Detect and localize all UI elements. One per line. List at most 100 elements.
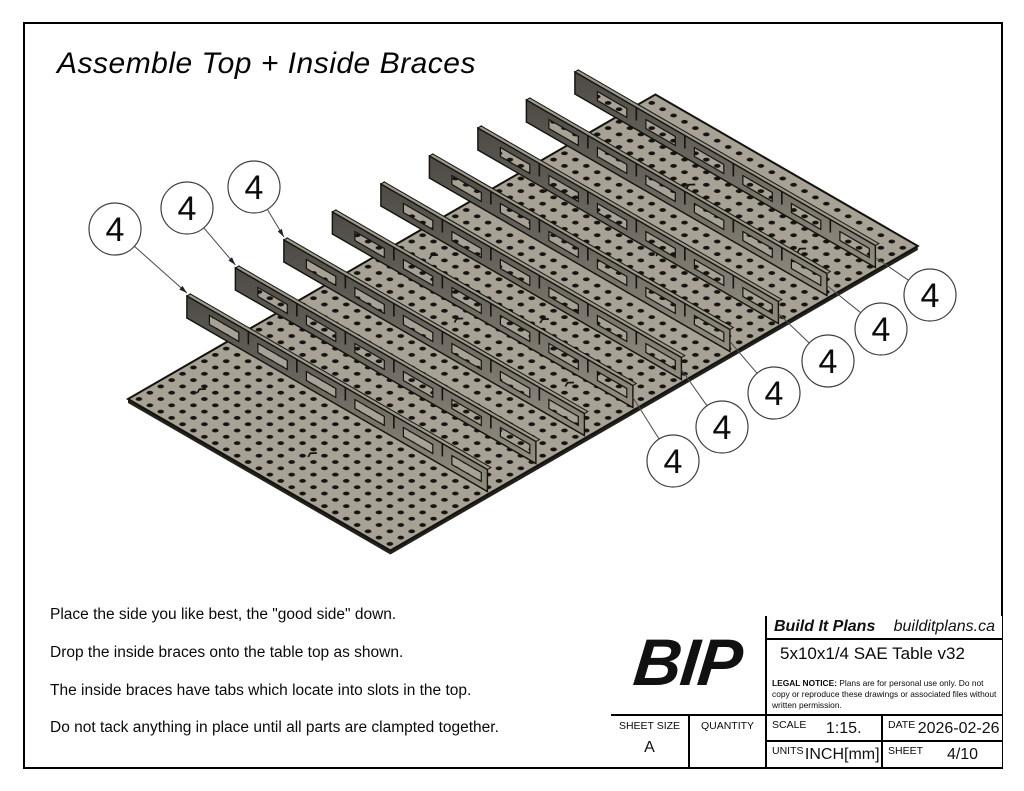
balloon-leader-line <box>203 227 236 266</box>
inside-brace <box>234 266 537 465</box>
brace-slot-holes <box>257 343 288 370</box>
legal-notice-text: Plans are for personal use only. Do not … <box>772 678 997 711</box>
brace-slot-holes <box>791 259 821 286</box>
brace-slot-holes <box>500 147 530 174</box>
brace-slot-holes <box>500 315 530 342</box>
date-cell: DATE 2026-02-26 <box>883 714 1002 742</box>
table-tab-slot <box>796 247 807 253</box>
balloon-item-number: 4 <box>713 409 732 447</box>
brace-slot-holes <box>742 287 773 314</box>
brace-slot-holes <box>209 315 239 342</box>
inside-brace <box>331 210 634 409</box>
table-tab-slot <box>428 254 439 260</box>
inside-brace <box>574 70 877 269</box>
brace-slot-holes <box>742 175 773 202</box>
sheet-size-label: SHEET SIZE <box>618 720 681 732</box>
brace-slot-holes <box>694 259 724 286</box>
balloon-leader-line <box>826 285 862 314</box>
table-tab-slot <box>539 318 549 324</box>
brace-slot-holes <box>597 315 627 342</box>
date-value: 2026-02-26 <box>917 720 1000 737</box>
balloon-circle <box>88 202 142 256</box>
brace-slot-holes <box>500 259 530 286</box>
brace-slot-holes <box>354 343 385 370</box>
quantity-label: QUANTITY <box>700 720 755 732</box>
scale-label: SCALE <box>772 719 807 731</box>
table-tab-slot <box>564 381 575 387</box>
brace-slot-holes <box>548 399 579 426</box>
brace-slot-holes <box>742 231 773 258</box>
brace-slot-holes <box>548 175 579 202</box>
brace-slot-holes <box>548 343 579 370</box>
company-name: Build It Plans <box>774 618 876 635</box>
brace-slot-holes <box>403 427 433 454</box>
units-value: INCH[mm] <box>804 746 880 763</box>
sheet-size-cell: SHEET SIZE A <box>611 714 690 767</box>
balloon-item-number: 4 <box>765 375 784 413</box>
brace-slot-holes <box>354 287 385 314</box>
balloon-leader-line <box>632 397 660 440</box>
brace-slot-holes <box>500 427 530 454</box>
balloon-leader-line <box>778 313 810 344</box>
brace-slot-holes <box>500 371 530 398</box>
brace-slot-holes <box>548 119 579 146</box>
brace-slot-holes <box>694 315 724 342</box>
brace-slot-holes <box>645 175 676 202</box>
legal-notice: LEGAL NOTICE: Plans are for personal use… <box>772 678 999 711</box>
balloon-circle <box>227 160 281 214</box>
balloon-circle <box>801 334 855 388</box>
balloon-item-number: 4 <box>921 277 940 315</box>
sheet-number-label: SHEET <box>888 745 924 757</box>
part-title-cell: 5x10x1/4 SAE Table v32 LEGAL NOTICE: Pla… <box>767 640 1002 714</box>
balloon-circle <box>747 366 801 420</box>
brace-slot-holes <box>354 231 385 258</box>
balloon-item-number: 4 <box>178 190 197 228</box>
date-label: DATE <box>888 719 916 731</box>
units-label: UNITS <box>772 745 804 757</box>
title-block-header: Build It Plans builditplans.ca <box>767 616 1002 640</box>
scale-value: 1:15. <box>825 720 862 737</box>
part-title: 5x10x1/4 SAE Table v32 <box>780 644 965 663</box>
brace-slot-holes <box>645 119 676 146</box>
balloon-leader-line <box>680 369 708 407</box>
inside-brace <box>525 98 828 297</box>
note-line: Place the side you like best, the "good … <box>50 606 397 623</box>
brace-slot-holes <box>694 147 724 174</box>
leader-arrowhead <box>228 257 236 265</box>
brace-slot-holes <box>306 259 336 286</box>
balloon-leader-line <box>875 257 909 281</box>
inside-brace <box>380 182 683 381</box>
brace-slot-holes <box>645 343 676 370</box>
sheet-size-value: A <box>644 739 655 756</box>
balloon-item-number: 4 <box>245 169 264 207</box>
brace-slot-holes <box>791 203 821 230</box>
brace-slot-holes <box>645 287 676 314</box>
table-tab-slot <box>307 452 317 458</box>
brace-slot-holes <box>451 455 482 482</box>
brace-slot-holes <box>839 231 870 258</box>
brace-slot-holes <box>548 287 579 314</box>
quantity-cell: QUANTITY <box>690 714 767 767</box>
brace-slot-holes <box>403 259 433 286</box>
brace-slot-holes <box>645 231 676 258</box>
inside-brace <box>186 294 489 493</box>
balloon-circle <box>854 302 908 356</box>
scale-cell: SCALE 1:15. <box>767 714 883 742</box>
balloon-item-number: 4 <box>106 211 125 249</box>
page-title: Assemble Top + Inside Braces <box>57 47 476 80</box>
brace-slot-holes <box>694 203 724 230</box>
units-cell: UNITS INCH[mm] <box>767 742 883 767</box>
balloon-circle <box>695 400 749 454</box>
brace-slot-holes <box>597 203 627 230</box>
balloon-circle <box>903 268 957 322</box>
table-tab-slot <box>685 183 696 189</box>
brace-slot-holes <box>597 91 627 118</box>
leader-arrowhead <box>277 228 284 237</box>
balloon-item-number: 4 <box>664 443 683 481</box>
note-line: The inside braces have tabs which locate… <box>50 682 472 699</box>
bip-logo: BIP <box>630 625 746 699</box>
leader-arrowhead <box>179 285 187 293</box>
inside-brace <box>428 154 731 353</box>
